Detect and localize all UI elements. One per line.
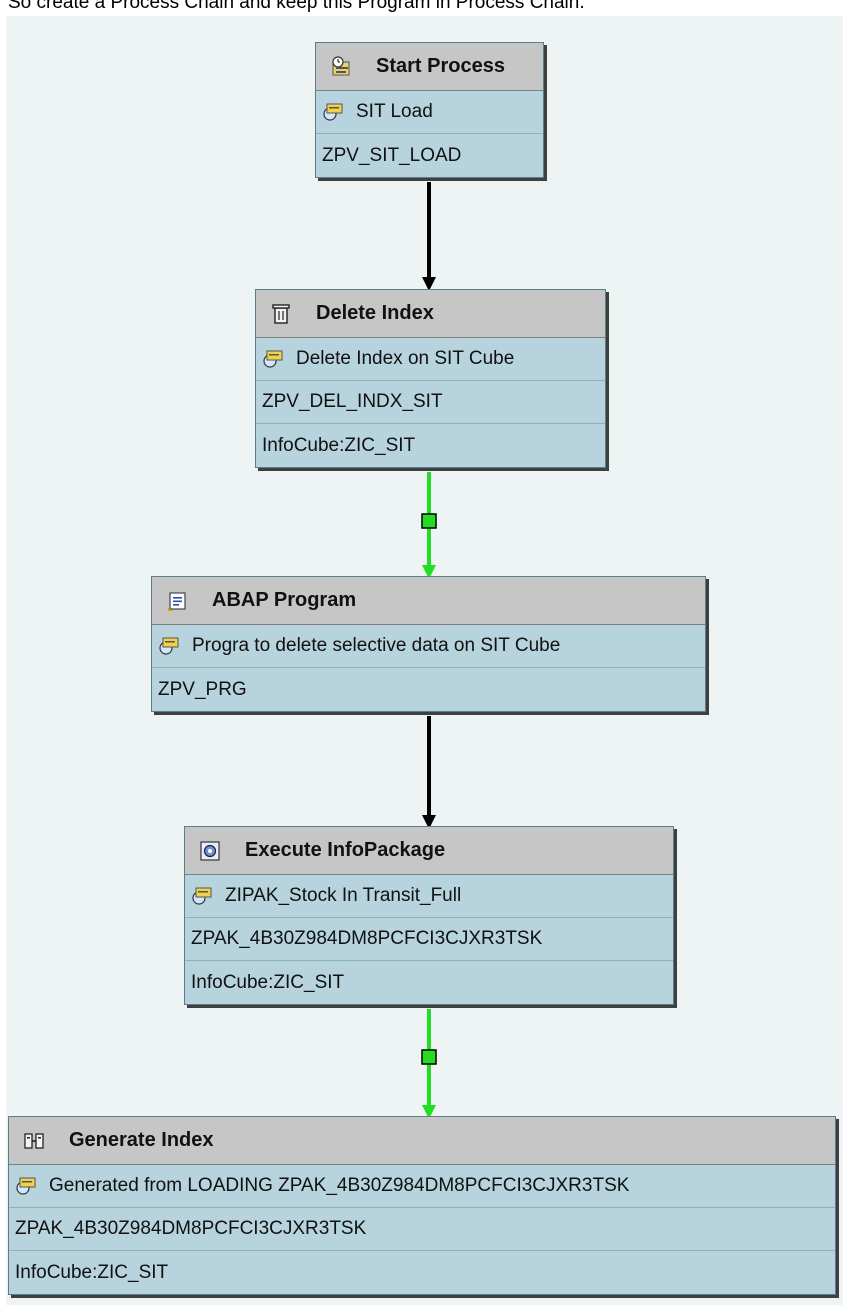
node-technical-name-row: ZPAK_4B30Z984DM8PCFCI3CJXR3TSK — [9, 1208, 835, 1251]
node-variant-row[interactable]: Delete Index on SIT Cube — [256, 338, 605, 381]
node-generate-index[interactable]: Generate Index Generated from LOADING ZP… — [8, 1116, 836, 1295]
node-start-process[interactable]: Start Process SIT Load ZPV_SIT_LOAD — [315, 42, 544, 178]
start-process-icon — [332, 55, 350, 75]
node-technical-name: ZPV_PRG — [158, 678, 247, 700]
variant-icon — [192, 887, 212, 905]
node-type-label: Execute InfoPackage — [245, 839, 446, 861]
node-object-label: InfoCube:ZIC_SIT — [262, 434, 416, 456]
node-type-label: ABAP Program — [212, 589, 357, 611]
node-header[interactable]: Start Process — [316, 43, 543, 91]
variant-icon — [323, 103, 343, 121]
node-delete-index[interactable]: Delete Index Delete Index on SIT Cube ZP… — [255, 289, 606, 468]
node-technical-name-row: ZPV_SIT_LOAD — [316, 134, 543, 177]
infopackage-icon — [200, 840, 220, 861]
node-header[interactable]: Delete Index — [256, 290, 605, 338]
connectors-layer — [421, 182, 437, 1119]
node-variant-row[interactable]: SIT Load — [316, 91, 543, 134]
node-object-row: InfoCube:ZIC_SIT — [185, 961, 673, 1004]
node-header[interactable]: Execute InfoPackage — [185, 827, 673, 875]
node-type-label: Start Process — [376, 55, 505, 77]
success-marker[interactable] — [421, 513, 437, 529]
node-execute-infopackage[interactable]: Execute InfoPackage ZIPAK_Stock In Trans… — [184, 826, 674, 1005]
node-object-row: InfoCube:ZIC_SIT — [256, 424, 605, 467]
variant-icon — [159, 637, 179, 655]
node-variant-label: SIT Load — [356, 101, 433, 122]
node-technical-name-row: ZPAK_4B30Z984DM8PCFCI3CJXR3TSK — [185, 918, 673, 961]
node-technical-name-row: ZPV_DEL_INDX_SIT — [256, 381, 605, 424]
node-variant-row[interactable]: Generated from LOADING ZPAK_4B30Z984DM8P… — [9, 1165, 835, 1208]
node-variant-label: Generated from LOADING ZPAK_4B30Z984DM8P… — [49, 1175, 630, 1196]
node-technical-name: ZPV_DEL_INDX_SIT — [262, 391, 443, 412]
node-technical-name: ZPAK_4B30Z984DM8PCFCI3CJXR3TSK — [191, 928, 543, 949]
node-object-row: InfoCube:ZIC_SIT — [9, 1251, 835, 1294]
node-type-label: Delete Index — [316, 302, 434, 324]
abap-program-icon — [168, 591, 186, 611]
node-technical-name-row: ZPV_PRG — [152, 668, 705, 711]
link-delete-index-to-abap-success[interactable] — [421, 472, 437, 579]
node-variant-row[interactable]: Progra to delete selective data on SIT C… — [152, 625, 705, 668]
node-type-label: Generate Index — [69, 1129, 214, 1151]
node-abap-program[interactable]: ABAP Program Progra to delete selective … — [151, 576, 706, 712]
trash-icon — [272, 303, 290, 324]
node-variant-label: ZIPAK_Stock In Transit_Full — [225, 885, 462, 906]
variant-icon — [263, 350, 283, 368]
node-variant-label: Progra to delete selective data on SIT C… — [192, 635, 561, 656]
variant-icon — [16, 1177, 36, 1195]
node-header[interactable]: ABAP Program — [152, 577, 705, 625]
node-header[interactable]: Generate Index — [9, 1117, 835, 1165]
process-chain-canvas[interactable]: Start Process SIT Load ZPV_SIT_LOAD Dele… — [6, 16, 843, 1305]
generate-index-icon — [24, 1132, 44, 1149]
node-variant-row[interactable]: ZIPAK_Stock In Transit_Full — [185, 875, 673, 918]
link-infopackage-to-generate-index-success[interactable] — [421, 1009, 437, 1119]
node-object-label: InfoCube:ZIC_SIT — [191, 971, 345, 993]
caption-text: So create a Process Chain and keep this … — [8, 0, 585, 13]
node-object-label: InfoCube:ZIC_SIT — [15, 1261, 169, 1283]
node-technical-name: ZPV_SIT_LOAD — [322, 144, 462, 166]
node-technical-name: ZPAK_4B30Z984DM8PCFCI3CJXR3TSK — [15, 1218, 367, 1239]
node-variant-label: Delete Index on SIT Cube — [296, 348, 515, 369]
success-marker[interactable] — [421, 1049, 437, 1065]
